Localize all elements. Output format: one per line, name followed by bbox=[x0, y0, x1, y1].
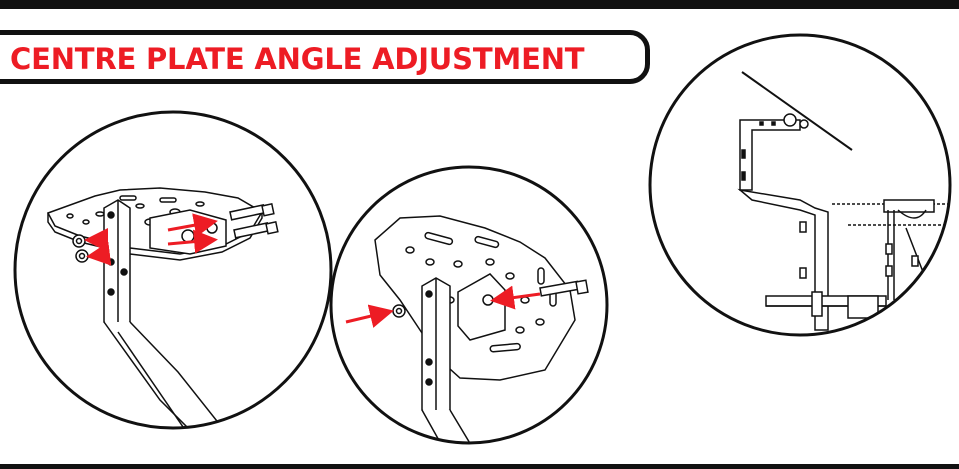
step-two-arrows bbox=[345, 285, 541, 328]
step-two-frame bbox=[329, 165, 609, 445]
angled-leg bbox=[103, 321, 234, 428]
nut bbox=[392, 304, 406, 318]
top-rule bbox=[0, 0, 959, 9]
upright-post bbox=[103, 199, 131, 333]
tilted-plate-edge bbox=[741, 71, 853, 151]
step-one-frame bbox=[13, 110, 333, 430]
step-one-illustration bbox=[13, 110, 333, 430]
bolt bbox=[539, 279, 589, 297]
bolts bbox=[229, 203, 279, 239]
title-frame bbox=[0, 30, 650, 84]
page-title: CENTRE PLATE ANGLE ADJUSTMENT bbox=[10, 42, 585, 76]
step-one-arrows bbox=[84, 213, 218, 266]
bottom-rule bbox=[0, 464, 959, 469]
nuts bbox=[72, 234, 89, 263]
angle-bracket bbox=[739, 119, 801, 191]
background-frame bbox=[832, 199, 950, 300]
step-three-illustration bbox=[648, 33, 952, 337]
step-two-illustration bbox=[329, 165, 609, 445]
step-three-frame bbox=[648, 33, 952, 337]
